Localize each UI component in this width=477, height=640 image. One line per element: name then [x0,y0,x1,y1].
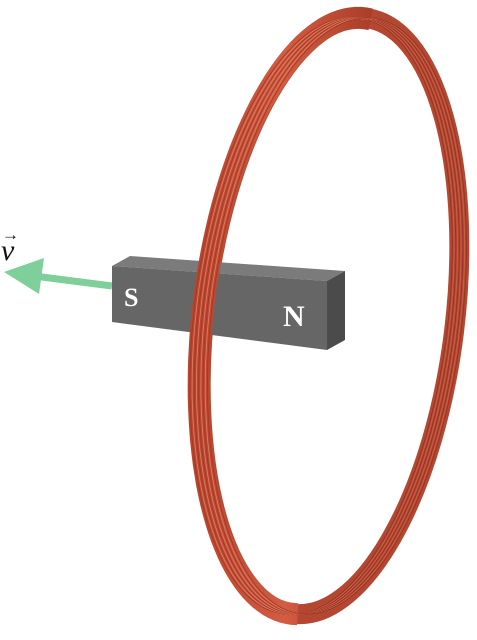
coil-back-windings [286,17,467,615]
coil-winding-back [296,17,464,615]
coil-winding-front [193,17,367,615]
velocity-arrow [4,258,113,294]
coil-winding-front [200,17,373,615]
velocity-symbol: v [1,234,15,267]
velocity-arrow-shaft [33,272,113,290]
coil-winding-back [286,17,453,615]
coil-winding-front [202,17,376,615]
coil-winding-front [198,17,371,615]
coil-front [187,6,380,626]
coil-winding-back [293,17,460,615]
coil-winding-back [289,17,457,615]
coil-winding-back [300,17,467,615]
velocity-label: v → [1,225,19,267]
bar-magnet: S N [112,256,345,350]
coil-winding-front [204,17,378,615]
coil-winding-back [291,17,459,615]
magnet-north-label: N [283,300,305,333]
coil-winding-back [295,17,462,615]
magnet-top-face [112,256,345,281]
magnet-end-face [327,271,345,350]
coil-winding-back [298,17,465,615]
coil-front-windings [189,17,380,615]
coil-winding-front [191,17,365,615]
coil-winding-front [196,17,369,615]
coil-winding-front [207,17,380,615]
coil-winding-back [288,17,455,615]
magnet-front-face [112,266,327,350]
coil-winding-front [189,17,362,615]
velocity-arrow-head [4,258,44,294]
magnet-south-label: S [124,283,138,312]
vector-arrow-icon: → [2,225,19,244]
